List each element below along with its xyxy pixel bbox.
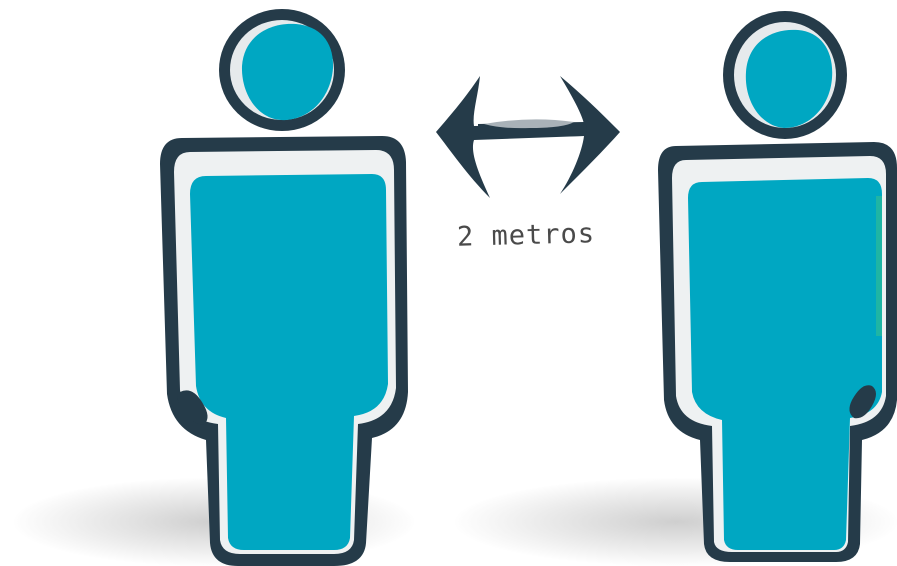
distance-label: 2 metros bbox=[436, 218, 617, 254]
double-headed-arrow-icon bbox=[434, 72, 620, 202]
left-person-icon bbox=[120, 0, 420, 566]
right-person-icon bbox=[640, 0, 897, 566]
